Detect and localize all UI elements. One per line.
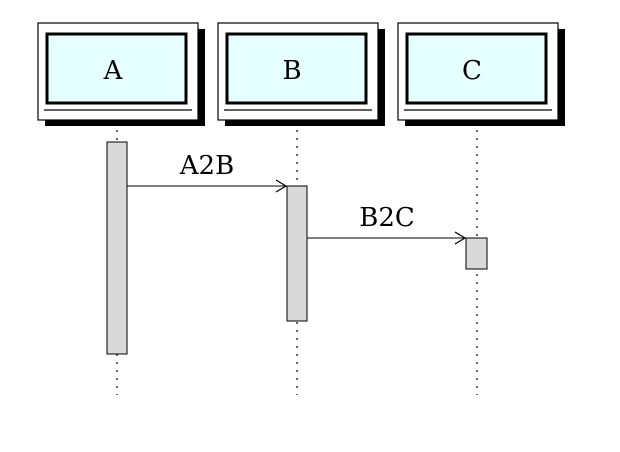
activation-bar-b [286,185,308,322]
message-a2b: A2B [127,151,288,193]
participant-a: A [37,22,205,126]
message-b2c-arrowhead-icon [454,231,467,245]
message-b2c-label: B2C [359,203,415,233]
participant-a-inner [45,32,188,105]
message-b2c: B2C [307,203,467,245]
activation-bar-c [465,237,488,270]
message-a2b-arrowhead-icon [275,179,288,193]
activation-bar-a [106,141,128,355]
participant-c-label: C [462,56,482,86]
participant-a-label: A [103,56,124,86]
participant-b-inner [225,32,368,105]
participant-c: C [397,22,565,126]
participant-b: B [217,22,385,126]
participant-b-label: B [282,56,301,86]
participant-c-inner [405,32,548,105]
message-a2b-label: A2B [179,151,234,181]
